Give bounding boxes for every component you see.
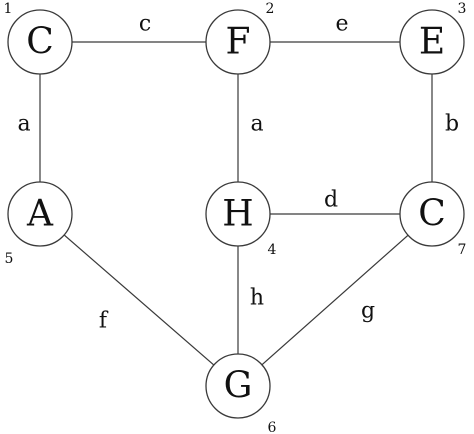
node-n2: F2 — [205, 1, 275, 75]
node-n3: E3 — [399, 1, 467, 75]
edge-n7-n6: g — [237, 213, 433, 387]
edge-label: a — [250, 112, 263, 137]
edge-line — [237, 213, 433, 387]
node-number: 2 — [266, 1, 275, 17]
node-circle — [205, 9, 271, 75]
edge-label: b — [445, 112, 459, 137]
edge-label: d — [324, 188, 338, 213]
edge-label: a — [17, 112, 30, 137]
edge-label: h — [250, 286, 264, 311]
node-circle — [7, 181, 73, 247]
edge-label: e — [335, 12, 348, 37]
node-circle — [205, 181, 271, 247]
node-label: G — [224, 366, 253, 407]
node-n6: G6 — [205, 353, 277, 434]
edge-label: f — [99, 309, 109, 334]
node-label: F — [226, 22, 251, 63]
node-label: A — [26, 194, 54, 235]
node-label: C — [26, 22, 54, 63]
node-number: 6 — [268, 420, 277, 434]
node-number: 1 — [4, 1, 13, 17]
node-label: C — [418, 194, 446, 235]
node-circle — [7, 9, 73, 75]
node-label: H — [222, 194, 253, 235]
node-n7: C7 — [399, 181, 467, 258]
node-number: 7 — [458, 242, 467, 258]
node-number: 3 — [458, 1, 467, 17]
edge-n1-n2: c — [40, 12, 238, 43]
node-circle — [399, 181, 465, 247]
edge-label: c — [139, 12, 151, 37]
node-circle — [205, 353, 271, 419]
node-n1: C1 — [4, 1, 73, 75]
node-label: E — [419, 22, 445, 63]
edge-n5-n6: f — [39, 213, 239, 387]
node-number: 4 — [268, 242, 277, 258]
node-n4: H4 — [205, 181, 277, 258]
node-n5: A5 — [5, 181, 73, 267]
node-circle — [399, 9, 465, 75]
edge-label: g — [361, 299, 375, 324]
node-number: 5 — [5, 251, 14, 267]
edge-line — [39, 213, 239, 387]
